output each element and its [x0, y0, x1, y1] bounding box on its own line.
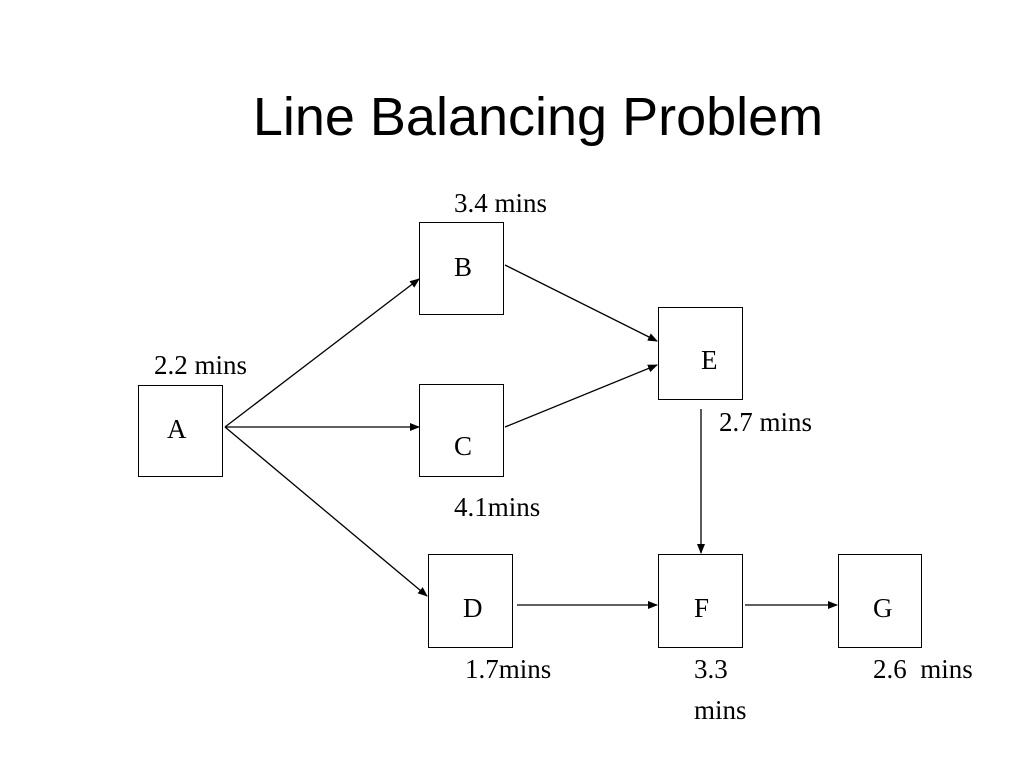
edge-b-e [504, 264, 658, 342]
node-a [138, 385, 223, 477]
node-d-time: 1.7mins [465, 654, 552, 684]
node-c-label: C [454, 431, 473, 461]
node-c-time: 4.1mins [454, 492, 541, 522]
node-a-label: A [167, 414, 187, 444]
node-d-label: D [463, 593, 483, 623]
node-b-label: B [454, 252, 473, 282]
node-d [428, 554, 513, 648]
node-c [419, 384, 504, 477]
node-e-time: 2.7 mins [719, 407, 813, 437]
edge-c-e [504, 364, 658, 428]
node-e-label: E [701, 345, 718, 375]
node-f [658, 554, 743, 648]
node-g [838, 554, 922, 648]
node-e [658, 307, 743, 400]
node-g-time: 2.6 mins [873, 654, 973, 684]
edge-a-b [224, 278, 420, 428]
node-g-label: G [873, 593, 893, 623]
node-f-time: 3.3 mins [694, 654, 747, 725]
node-a-time: 2.2 mins [154, 350, 248, 380]
edge-a-d [224, 426, 428, 597]
slide-title: Line Balancing Problem [252, 87, 824, 147]
node-f-label: F [694, 593, 710, 623]
node-b-time: 3.4 mins [454, 188, 548, 218]
node-b [419, 222, 504, 315]
